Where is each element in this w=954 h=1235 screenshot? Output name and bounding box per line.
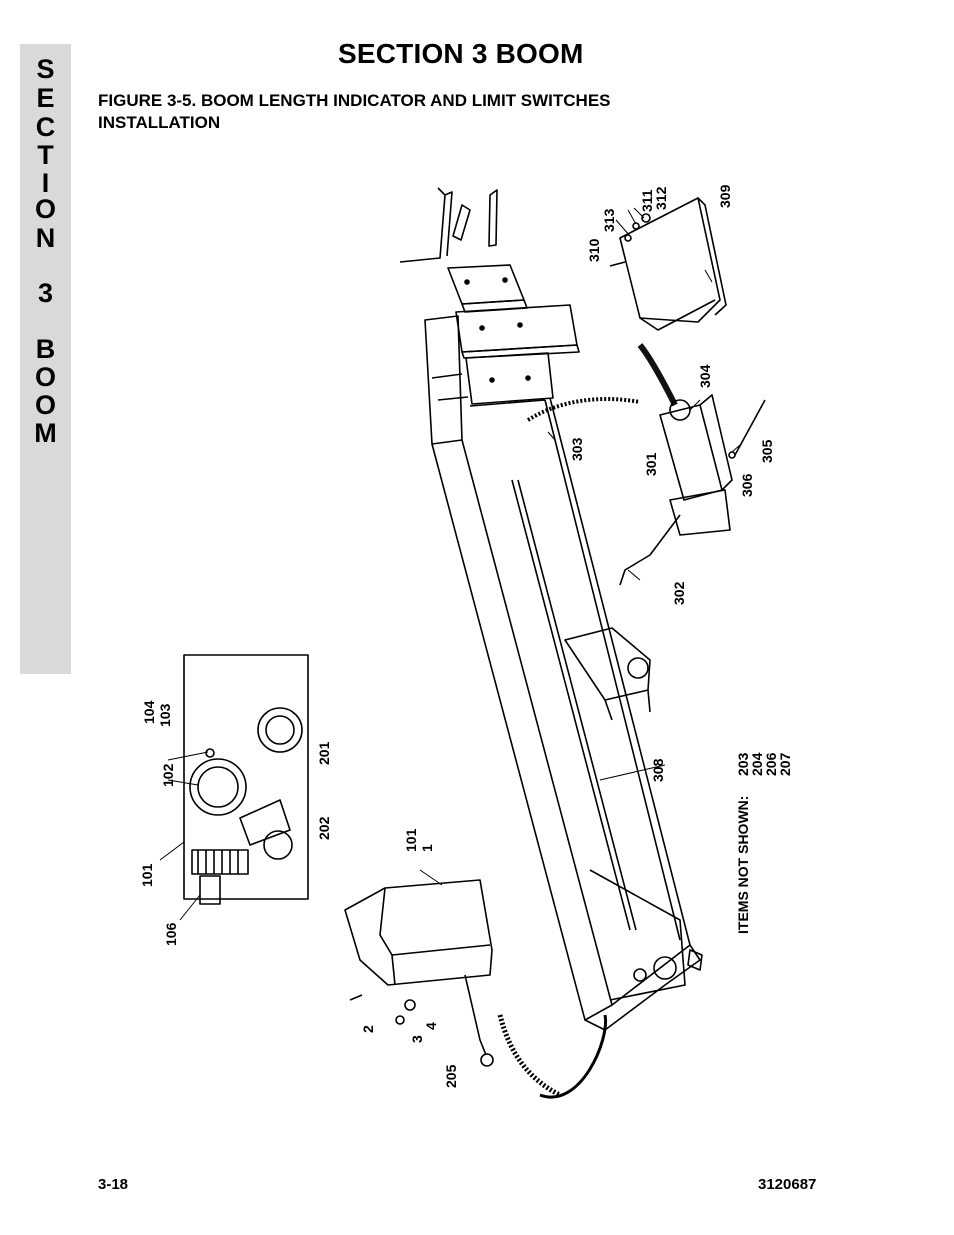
callout-4: 4 [423,1022,439,1030]
boom-structure [399,187,703,1031]
items-not-shown-label: ITEMS NOT SHOWN: [735,796,751,934]
callout-309: 309 [717,184,733,208]
figure-caption-line1: FIGURE 3-5. BOOM LENGTH INDICATOR AND LI… [98,91,611,110]
tab-letter: E [36,83,55,113]
tab-letter: 3 [37,278,54,308]
callout-305: 305 [759,439,775,463]
switch-cover-309 [619,197,727,331]
limit-switch-301 [619,394,766,586]
callout-103: 103 [157,703,173,727]
tab-letter: O [34,390,56,420]
tab-letter: N [35,223,56,253]
callout-207: 207 [777,752,793,776]
callout-1: 1 [419,844,435,852]
callout-306: 306 [739,473,755,497]
callout-204: 204 [749,752,765,776]
callout-3: 3 [409,1035,425,1043]
callout-101-box: 101 [403,828,419,852]
callout-206: 206 [763,752,779,776]
callout-310: 310 [586,238,602,262]
callout-313: 313 [601,208,617,232]
callout-201: 201 [316,741,332,765]
callout-302: 302 [671,581,687,605]
figure-caption: FIGURE 3-5. BOOM LENGTH INDICATOR AND LI… [98,90,738,134]
figure-caption-line2: INSTALLATION [98,113,221,132]
document-number: 3120687 [758,1176,817,1193]
callout-311: 311 [639,189,655,212]
cover-hardware [609,213,651,267]
callout-104: 104 [141,700,157,724]
callout-303: 303 [569,437,585,461]
section-title: SECTION 3 BOOM [338,38,584,69]
control-box-101 [183,654,309,905]
page-number: 3-18 [98,1176,129,1193]
tab-letter: B [35,334,56,364]
callout-304: 304 [697,364,713,388]
callout-202: 202 [316,816,332,840]
tab-letter: O [34,194,56,224]
tab-letter: I [41,168,50,198]
tab-letter: C [35,112,56,142]
callout-101: 101 [139,863,155,887]
callout-203: 203 [735,752,751,776]
indicator-box-1 [344,879,494,1067]
callout-308: 308 [650,758,666,782]
callout-205: 205 [443,1064,459,1088]
callout-2: 2 [360,1025,376,1033]
callout-312: 312 [653,186,669,210]
callout-106: 106 [163,922,179,946]
section-side-tab: S E C T I O N 3 B O O M [20,44,71,674]
tab-letter: O [34,362,56,392]
callout-102: 102 [160,763,176,787]
tab-letter: M [34,418,57,448]
callout-301: 301 [643,452,659,476]
tab-letter: S [36,54,55,84]
tab-letter: T [37,140,54,170]
